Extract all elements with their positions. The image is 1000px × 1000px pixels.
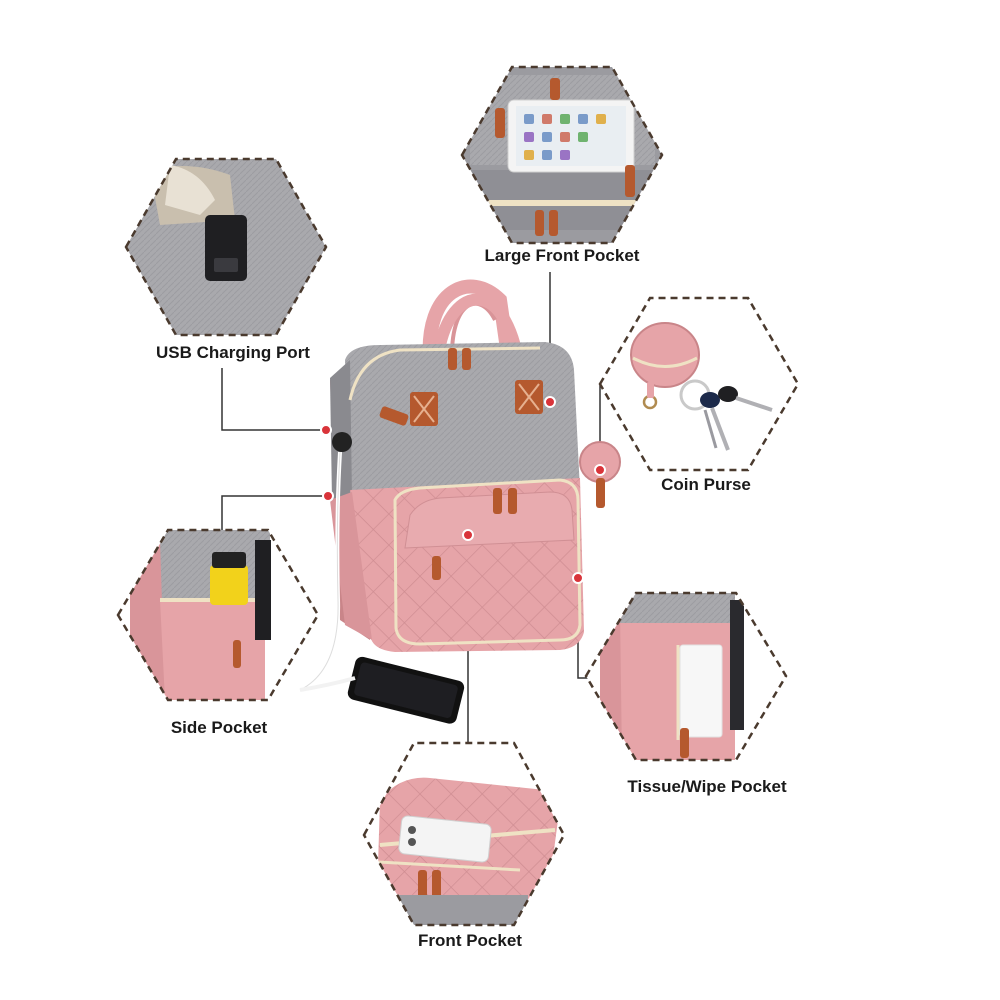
hex-large-front-pocket: [460, 65, 664, 245]
hex-usb-charging-port: [124, 157, 328, 337]
label-large-front-pocket: Large Front Pocket: [484, 246, 640, 265]
label-front-pocket: Front Pocket: [418, 931, 522, 950]
phone-icon: [398, 815, 492, 863]
hex-side-pocket: [116, 528, 320, 702]
label-tissue-wipe-pocket: Tissue/Wipe Pocket: [627, 777, 787, 796]
label-side-pocket: Side Pocket: [170, 718, 268, 737]
keys-icon: [679, 379, 773, 451]
hex-coin-purse: [598, 296, 800, 472]
hex-tissue-wipe-pocket: [584, 591, 788, 762]
usb-port-icon: [205, 215, 247, 281]
label-usb-charging-port: USB Charging Port: [156, 343, 310, 362]
label-coin-purse: Coin Purse: [661, 475, 751, 494]
backpack-main: [299, 279, 621, 724]
tissue-icon: [679, 644, 723, 738]
umbrella-icon: [210, 552, 248, 605]
tablet-icon: [507, 99, 635, 173]
hex-front-pocket: [362, 741, 566, 927]
callout-dots: [320, 396, 606, 584]
